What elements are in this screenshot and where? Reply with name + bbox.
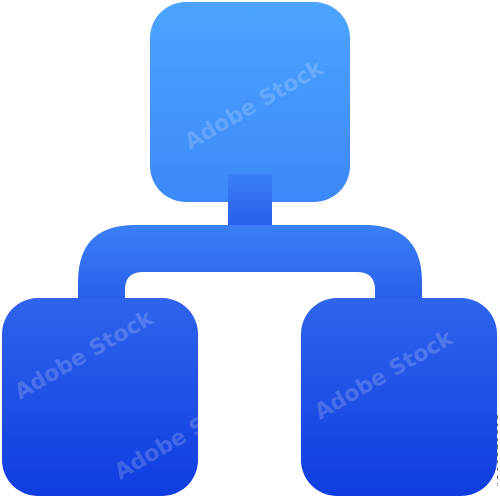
watermark-text: Adobe Stock [11, 0, 159, 65]
top-node [150, 2, 350, 202]
stock-id-label: #200371312 [484, 250, 498, 500]
bottom-right-node [301, 298, 497, 496]
stock-id-text: #200371312 [495, 412, 498, 490]
bottom-left-node [2, 298, 198, 496]
watermark-text: Adobe Stock [351, 0, 499, 65]
